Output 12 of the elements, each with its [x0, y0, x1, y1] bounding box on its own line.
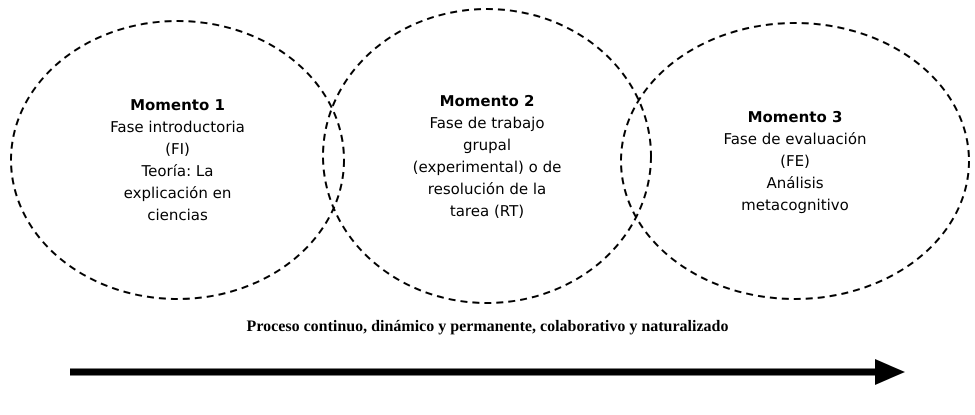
stage-circle	[10, 20, 345, 300]
stage-text: Fase de evaluación (FE)	[722, 129, 868, 172]
stage-text: Fase de trabajo grupal (experimental) o de resolución de la tarea (RT)	[412, 113, 562, 222]
stage-circle	[620, 22, 970, 300]
stage-heading: Momento 2	[438, 91, 536, 112]
process-caption: Proceso continuo, dinámico y permanente, colaborativo y naturalizado	[246, 318, 728, 336]
stage-text: Teoría: La explicación en ciencias	[122, 161, 232, 226]
stage-heading: Momento 3	[746, 107, 844, 128]
stage-text: Análisis metacognitivo	[740, 173, 850, 216]
stage-text: Fase introductoria (FI)	[109, 117, 246, 160]
stage-circle	[322, 8, 652, 304]
stage-heading: Momento 1	[129, 95, 226, 116]
